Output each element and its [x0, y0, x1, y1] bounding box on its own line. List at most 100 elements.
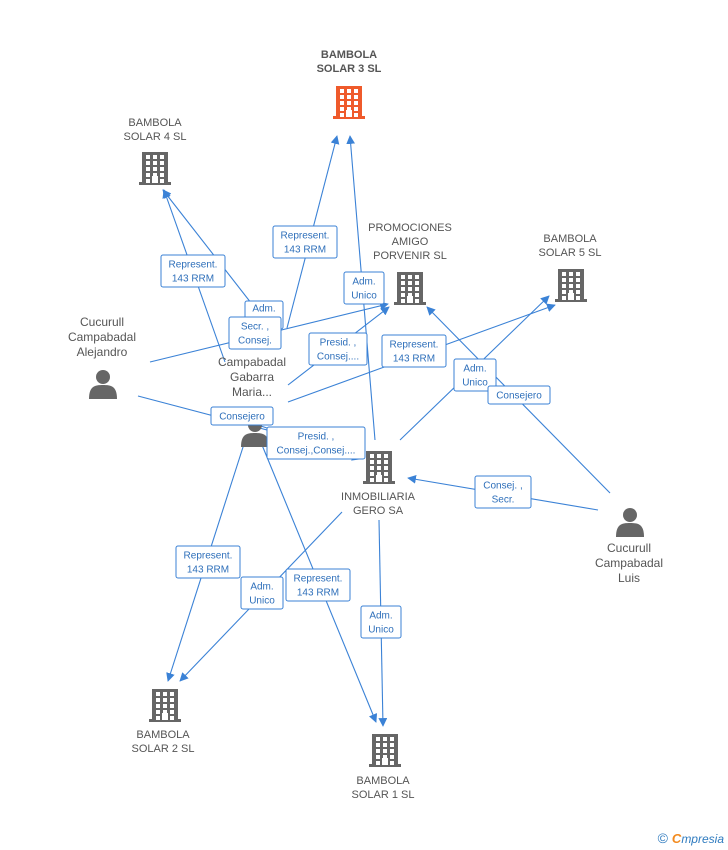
edge-label-text: Unico [351, 291, 377, 302]
building-window [562, 278, 566, 282]
node-label: Cucurull [607, 541, 651, 555]
building-window [415, 275, 419, 279]
building-window [401, 287, 405, 291]
building-icon [369, 734, 401, 767]
building-window [163, 704, 167, 708]
edge-label-box[interactable]: Consejero [210, 406, 274, 426]
brand-footer[interactable]: ©Cmpresia [658, 830, 724, 846]
building-window [383, 749, 387, 753]
edge-label-box[interactable]: Presid. ,Consej.,Consej.... [266, 426, 366, 460]
person-head [623, 508, 637, 522]
edge-label-box[interactable]: Adm. Unico [453, 358, 497, 392]
person-body [616, 523, 644, 537]
building-window [401, 281, 405, 285]
node-label: PORVENIR SL [373, 250, 447, 262]
building-window [384, 460, 388, 464]
building-window [576, 278, 580, 282]
building-window [377, 454, 381, 458]
edge-label-box[interactable]: Represent.143 RRM [381, 334, 447, 368]
building-window [146, 167, 150, 171]
building-window [562, 290, 566, 294]
building-base [139, 182, 171, 185]
edge-label-box[interactable]: Adm. Unico [240, 576, 284, 610]
edge-label-frame [266, 426, 366, 460]
node-pap[interactable]: PROMOCIONES AMIGO PORVENIR SL [368, 222, 452, 305]
edge-label-frame [228, 316, 282, 350]
node-label: BAMBOLA [321, 49, 377, 61]
edge-line [162, 189, 256, 309]
building-window [354, 89, 358, 93]
edge-label-text: Consej.,Consej.... [277, 446, 356, 457]
building-window [408, 275, 412, 279]
edge-label-text: Adm. [463, 364, 486, 375]
building-window [401, 293, 405, 297]
building-door [346, 110, 352, 117]
building-window [576, 272, 580, 276]
building-window [160, 155, 164, 159]
edge-label-box[interactable]: Adm.Unico [360, 605, 402, 639]
edge-label-frame [285, 568, 351, 602]
node-label: SOLAR 4 SL [124, 131, 187, 143]
building-window [370, 472, 374, 476]
edge-label-box[interactable]: Represent.143 RRM [272, 225, 338, 259]
edge-label-frame [343, 271, 385, 305]
edge-label-text: Consejero [219, 412, 265, 423]
building-window [401, 275, 405, 279]
building-window [384, 454, 388, 458]
person-body [89, 385, 117, 399]
edge-label-frame [474, 475, 532, 509]
building-window [576, 296, 580, 300]
node-label: INMOBILIARIA [341, 491, 416, 503]
building-window [377, 472, 381, 476]
edge-label-box[interactable]: Consejero [487, 385, 551, 405]
building-door [568, 293, 574, 300]
edge-label-box[interactable]: Secr. ,Consej. [228, 316, 282, 350]
edge-label-text: Unico [249, 596, 275, 607]
building-window [408, 281, 412, 285]
edge-label-text: Adm. [250, 582, 273, 593]
node-label: BAMBOLA [136, 729, 190, 741]
building-window [415, 287, 419, 291]
building-window [163, 692, 167, 696]
edge-label-box[interactable]: Adm.Unico [343, 271, 385, 305]
building-window [354, 95, 358, 99]
building-window [376, 737, 380, 741]
edge-label-text: Secr. [492, 495, 515, 506]
building-window [383, 737, 387, 741]
edge-label-text: Unico [462, 378, 488, 389]
building-window [170, 710, 174, 714]
building-window [569, 284, 573, 288]
building-window [156, 716, 160, 720]
edge-label-box[interactable]: Represent. 143 RRM [160, 254, 226, 288]
edge-label-text: 143 RRM [172, 274, 214, 285]
building-window [390, 755, 394, 759]
node-label: PROMOCIONES [368, 222, 452, 234]
edge-label-box[interactable]: Presid. ,Consej.... [308, 332, 368, 366]
edge-label-text: Represent. [169, 260, 218, 271]
building-window [408, 293, 412, 297]
node-label: AMIGO [392, 236, 429, 248]
brand-name: mpresia [681, 832, 724, 846]
edge-label-box[interactable]: Represent.143 RRM [285, 568, 351, 602]
edge-label-box[interactable]: Represent.143 RRM [175, 545, 241, 579]
building-door [407, 296, 413, 303]
edge-label-text: 143 RRM [297, 588, 339, 599]
building-base [394, 302, 426, 305]
building-window [415, 299, 419, 303]
building-window [347, 107, 351, 111]
edge-label-text: Unico [368, 625, 394, 636]
person-icon [89, 370, 117, 399]
building-window [390, 749, 394, 753]
building-window [383, 743, 387, 747]
building-window [376, 761, 380, 765]
edge-label-box[interactable]: Consej. ,Secr. [474, 475, 532, 509]
